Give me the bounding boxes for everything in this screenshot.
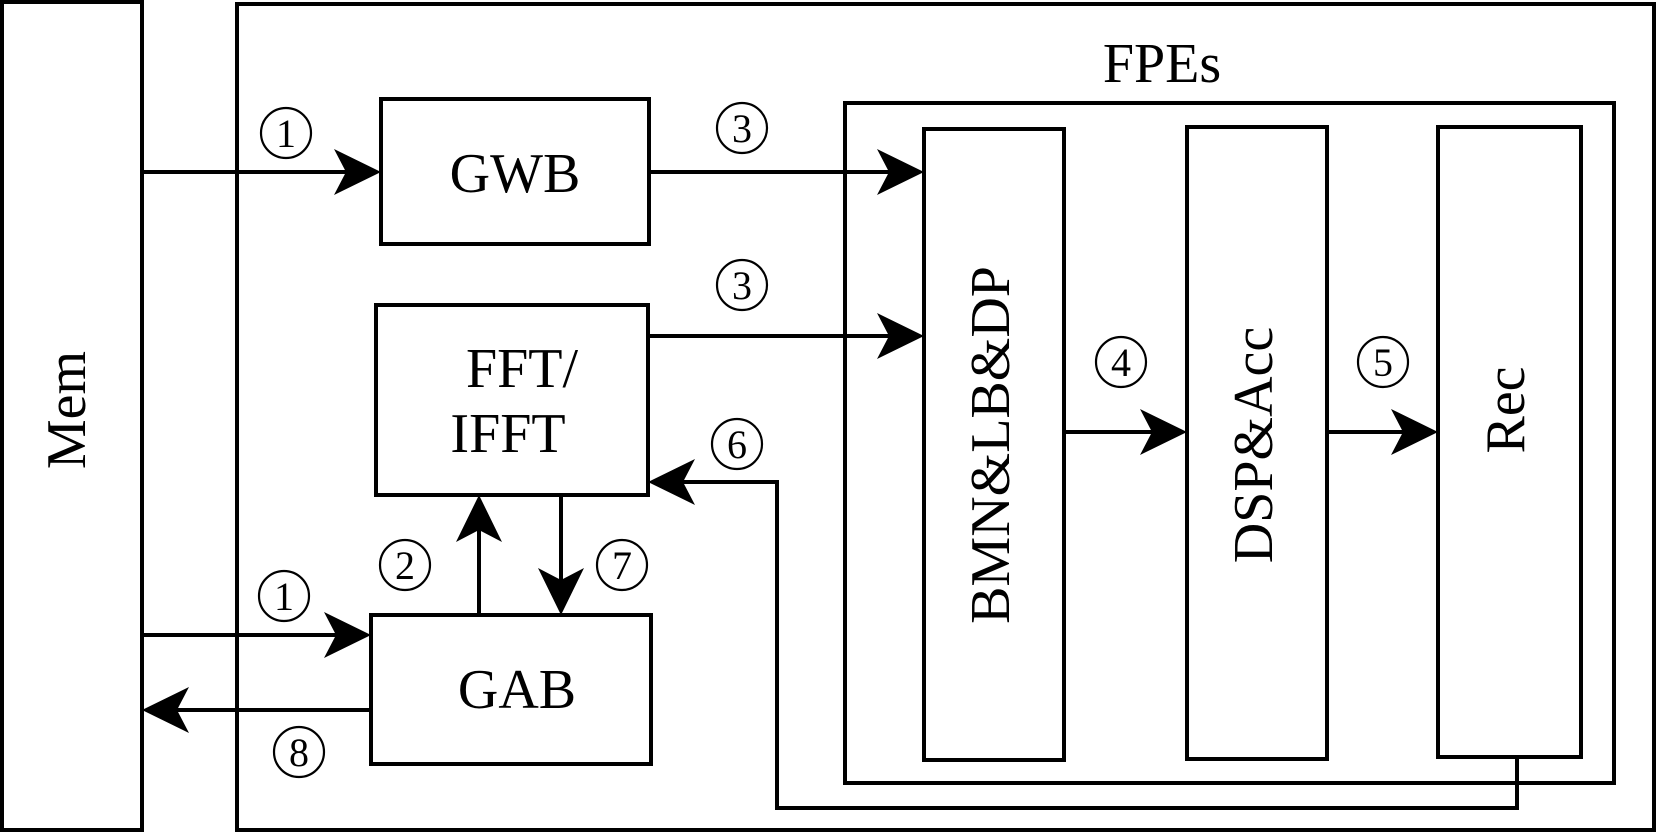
bmn-label: BMN&LB&DP [960,266,1022,624]
arrowhead-gab [324,612,371,658]
svg-text:1: 1 [274,574,294,619]
mem-block [0,0,144,832]
arrowhead-bmn-mid [877,313,924,359]
step-1-top-marker: 1 [259,106,313,160]
svg-text:3: 3 [732,106,752,151]
rec-feedback-arrow [679,480,1519,810]
step-3-mid-marker: 3 [715,258,769,312]
svg-text:6: 6 [727,422,747,467]
step-3-top-marker: 3 [715,101,769,155]
gab-block [369,613,653,766]
step-7-marker: 7 [595,538,649,592]
svg-text:1: 1 [276,111,296,156]
gwb-label: GWB [450,143,581,205]
rec-block [1436,125,1583,759]
svg-text:4: 4 [1111,340,1131,385]
gab-label: GAB [458,659,576,721]
arrowhead-mem [142,687,189,733]
arrowhead-fft-feedback [648,459,695,505]
fpes-label: FPEs [1103,33,1221,95]
arrowhead-gab-down [538,568,584,615]
svg-text:2: 2 [395,543,415,588]
bmn-block [922,127,1066,762]
fft-label-line2: IFFT [450,403,565,465]
arrowhead-gwb [334,149,381,195]
arrowhead-rec [1391,409,1438,455]
rec-label: Rec [1475,366,1537,453]
fft-ifft-block [374,303,650,497]
step-2-marker: 2 [378,538,432,592]
step-4-marker: 4 [1094,335,1148,389]
step-5-marker: 5 [1356,335,1410,389]
step-1-bottom-marker: 1 [257,569,311,623]
svg-text:8: 8 [289,730,309,775]
fft-label-line1: FFT/ [466,338,578,400]
arrowhead-fft-up [456,495,502,542]
dsp-label: DSP&Acc [1223,327,1285,563]
mem-label: Mem [36,351,98,469]
svg-text:7: 7 [612,543,632,588]
svg-text:5: 5 [1373,340,1393,385]
step-8-marker: 8 [272,725,326,779]
dsp-block [1185,125,1329,761]
svg-text:3: 3 [732,263,752,308]
arrowhead-bmn-top [877,149,924,195]
step-6-marker: 6 [710,417,764,471]
arrowhead-dsp [1140,409,1187,455]
